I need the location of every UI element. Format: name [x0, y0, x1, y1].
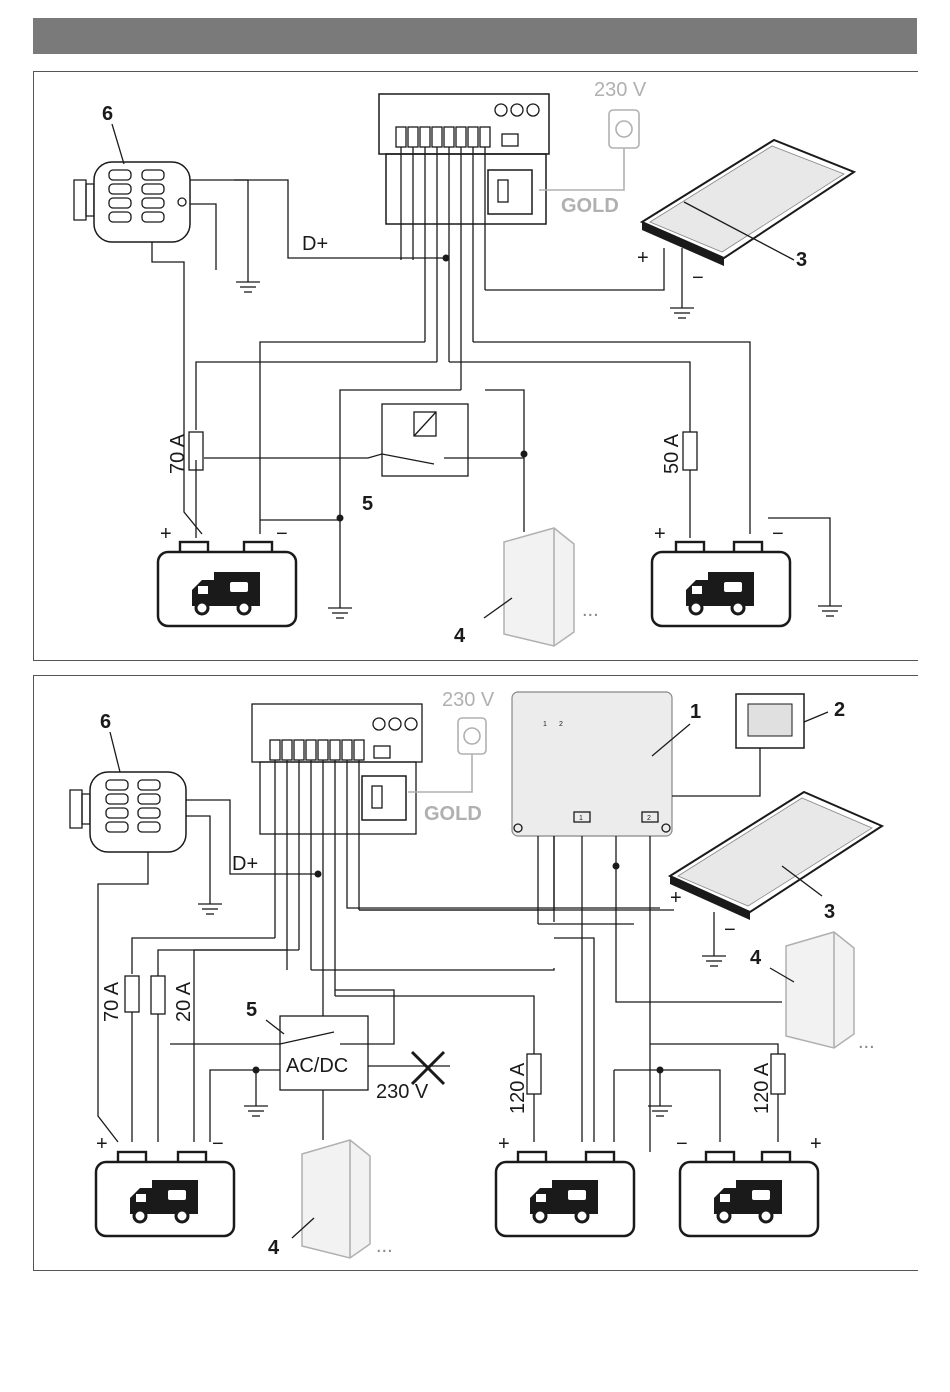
bottom-wiring-diagram: 230 V GOLD 1 2 1 2 1 2 3 [34, 676, 918, 1270]
service-battery-2: − + [676, 1133, 822, 1236]
callout-6: 6 [102, 103, 113, 125]
solar-panel: 3 [670, 792, 882, 923]
fuse-20a [151, 976, 165, 1014]
battery-booster-unit [252, 704, 422, 834]
temp-sensor-2-label: 2 [559, 721, 563, 728]
temp-sensor-1-label: 1 [543, 721, 547, 728]
fuse-70a-label: 70 A [167, 433, 189, 474]
solar-minus: − [724, 919, 736, 941]
fuse-50a-label: 50 A [661, 433, 683, 474]
terminal-2-label: 2 [647, 815, 651, 822]
mains-socket-icon [362, 776, 406, 820]
header-bar [33, 18, 917, 54]
fridge: ... 4 [454, 528, 599, 647]
dplus-label: D+ [232, 853, 258, 875]
service-minus: − [772, 523, 784, 545]
callout-1: 1 [690, 701, 701, 723]
service-battery-1: + [496, 1133, 634, 1236]
fuse-120a-2-label: 120 A [751, 1062, 773, 1114]
mains-socket-icon [488, 170, 532, 214]
fuse-120a-1 [527, 1054, 541, 1094]
fridge-right-ellipsis: ... [858, 1031, 875, 1053]
top-diagram-panel: 230 V GOLD 6 3 D+ [33, 71, 918, 661]
fridge-ellipsis: ... [582, 599, 599, 621]
fuse-70a-label: 70 A [101, 981, 123, 1022]
relay: 5 [170, 990, 394, 1090]
callout-4-left: 4 [268, 1237, 280, 1259]
ac-dc-converter: AC/DC 230 V [210, 1012, 450, 1142]
solar-minus: − [692, 267, 704, 289]
relay: 5 [204, 404, 528, 515]
callout-3: 3 [796, 249, 807, 271]
callout-5: 5 [362, 493, 373, 515]
mains-voltage-label: 230 V [594, 79, 647, 101]
mains-wall-socket: 230 V GOLD [539, 79, 647, 217]
callout-4: 4 [454, 625, 466, 647]
terminal-1-label: 1 [579, 815, 583, 822]
disconnected-cross-icon [412, 1052, 444, 1084]
mains-voltage-label: 230 V [442, 689, 495, 711]
gold-label: GOLD [424, 803, 482, 825]
network-port-icon [374, 746, 390, 758]
starter-battery: + − [96, 1133, 234, 1236]
gold-label: GOLD [561, 195, 619, 217]
fuse-20a-label: 20 A [173, 981, 195, 1022]
starter-minus: − [212, 1133, 224, 1155]
fridge-left: ... 4 [268, 1140, 393, 1259]
solar-plus: + [670, 887, 682, 909]
service-2-minus: − [676, 1133, 688, 1155]
fuse-120a-1-label: 120 A [507, 1062, 529, 1114]
solar-panel: 3 [642, 140, 854, 271]
battery-booster-unit [379, 94, 549, 224]
fuse-120a-2 [771, 1054, 785, 1094]
callout-5: 5 [246, 999, 257, 1021]
solar-plus: + [637, 247, 649, 269]
starter-plus: + [96, 1133, 108, 1155]
converter-mains-label: 230 V [376, 1081, 429, 1103]
fridge-right: ... 4 [750, 932, 875, 1053]
dplus-label: D+ [302, 233, 328, 255]
service-1-plus: + [498, 1133, 510, 1155]
fuse-70a [125, 976, 139, 1012]
mains-wall-socket: 230 V GOLD [408, 689, 495, 825]
callout-3: 3 [824, 901, 835, 923]
alternator: 6 [74, 103, 190, 242]
starter-minus: − [276, 523, 288, 545]
bottom-diagram-panel: 230 V GOLD 1 2 1 2 1 2 3 [33, 675, 918, 1271]
solar-controller: 1 2 1 2 1 [512, 692, 701, 836]
fridge-left-ellipsis: ... [376, 1235, 393, 1257]
terminal-block [396, 127, 490, 147]
service-battery: + − [652, 523, 790, 626]
callout-6: 6 [100, 711, 111, 733]
ac-dc-label: AC/DC [286, 1055, 348, 1077]
top-wiring-diagram: 230 V GOLD 6 3 D+ [34, 72, 918, 660]
starter-battery: + − [158, 523, 296, 626]
service-2-plus: + [810, 1133, 822, 1155]
network-port-icon [502, 134, 518, 146]
starter-plus: + [160, 523, 172, 545]
fuse-50a [683, 432, 697, 470]
service-plus: + [654, 523, 666, 545]
alternator: 6 [70, 711, 186, 852]
callout-4-right: 4 [750, 947, 762, 969]
callout-2: 2 [834, 699, 845, 721]
